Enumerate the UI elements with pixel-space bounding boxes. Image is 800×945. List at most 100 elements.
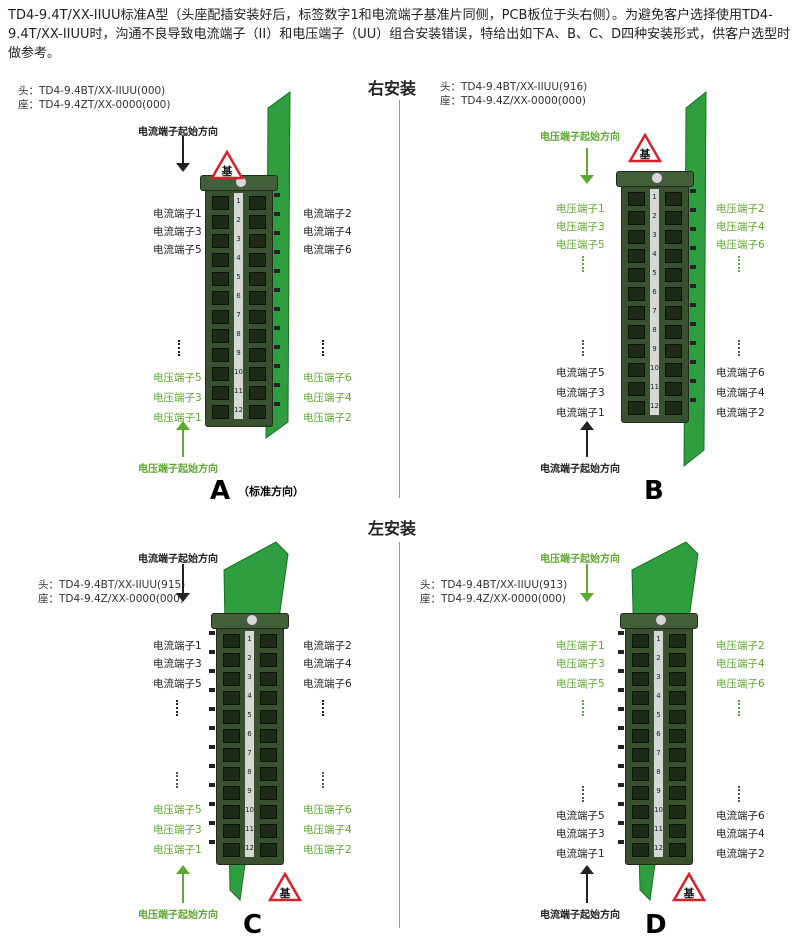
label-strip xyxy=(245,631,254,857)
terminal-slot xyxy=(212,290,266,305)
terminal-slot xyxy=(223,747,277,762)
clamp-left xyxy=(632,786,649,800)
clamp-left xyxy=(628,401,645,415)
clamp-right xyxy=(665,230,682,244)
ellipsis-dots xyxy=(738,700,742,716)
terminal-label-right-bottom: 电流端子2 xyxy=(716,848,765,860)
terminal-number: 4 xyxy=(236,254,241,262)
terminal-label-right-bottom: 电流端子6 xyxy=(716,367,765,379)
terminal-label-right-bottom: 电压端子2 xyxy=(303,844,352,856)
triangle-shape xyxy=(267,871,303,902)
panel-b: 头：TD4-9.4BT/XX-IIUU(916) 座：TD4-9.4Z/XX-00… xyxy=(410,78,790,506)
model-head-label: 头：TD4-9.4BT/XX-IIUU(000) xyxy=(18,85,166,97)
terminal-slot xyxy=(632,747,686,762)
terminal-slot xyxy=(632,709,686,724)
arrow-head xyxy=(176,421,190,430)
pin-row xyxy=(209,631,215,857)
terminal-slot xyxy=(628,286,682,301)
clamp-left xyxy=(223,767,240,781)
terminal-number: 5 xyxy=(656,711,661,719)
screw-icon xyxy=(651,172,663,184)
clamp-left xyxy=(223,748,240,762)
clamp-left xyxy=(628,344,645,358)
clamp-right xyxy=(669,824,686,838)
clamp-right xyxy=(260,805,277,819)
terminal-label-right-top: 电流端子4 xyxy=(303,658,352,670)
clamp-right xyxy=(260,672,277,686)
ellipsis-dots xyxy=(582,700,586,716)
ellipsis-dots xyxy=(322,340,326,356)
terminal-label-left-top: 电流端子3 xyxy=(153,658,202,670)
terminal-number: 3 xyxy=(236,235,241,243)
terminal-number: 2 xyxy=(656,654,661,662)
clamp-left xyxy=(632,805,649,819)
clamp-right xyxy=(249,386,266,400)
badge-text: 基 xyxy=(221,164,234,178)
terminal-slot xyxy=(212,328,266,343)
ellipsis-dots xyxy=(582,340,586,356)
terminal-label-right-top: 电压端子6 xyxy=(716,678,765,690)
terminal-slot xyxy=(223,804,277,819)
arrow-shaft xyxy=(586,873,588,903)
terminal-label-right-top: 电流端子2 xyxy=(303,208,352,220)
ellipsis-dots xyxy=(738,340,742,356)
ellipsis-dots xyxy=(322,772,326,788)
terminal-label-right-bottom: 电流端子4 xyxy=(716,387,765,399)
section-title-left: 左安装 xyxy=(368,519,417,538)
terminal-label-right-top: 电流端子2 xyxy=(303,640,352,652)
terminal-label-right-bottom: 电流端子6 xyxy=(716,810,765,822)
terminal-slot xyxy=(632,652,686,667)
arrow-bottom-icon xyxy=(580,865,594,903)
badge-text: 基 xyxy=(279,886,292,900)
terminal-number: 12 xyxy=(654,844,663,852)
terminal-number: 2 xyxy=(652,212,657,220)
terminal-slot xyxy=(628,229,682,244)
terminal-slot xyxy=(223,842,277,857)
terminal-slot xyxy=(628,381,682,396)
terminal-slot xyxy=(212,385,266,400)
direction-label-bottom: 电压端子起始方向 xyxy=(138,464,218,475)
terminal-slot xyxy=(632,690,686,705)
reference-badge-icon: 基 xyxy=(627,132,663,163)
terminal-number: 10 xyxy=(234,368,243,376)
terminal-slot xyxy=(212,404,266,419)
terminal-number: 6 xyxy=(236,292,241,300)
clamp-left xyxy=(212,253,229,267)
clamp-left xyxy=(223,691,240,705)
terminal-slot xyxy=(223,671,277,686)
arrow-bottom-icon xyxy=(176,865,190,903)
arrow-shaft xyxy=(182,429,184,457)
panel-c: 头：TD4-9.4BT/XX-IIUU(915)座：TD4-9.4Z/XX-00… xyxy=(10,520,390,940)
divider-top xyxy=(399,100,400,498)
clamp-right xyxy=(249,272,266,286)
label-strip xyxy=(234,193,243,419)
terminal-label-left-bottom: 电流端子1 xyxy=(556,848,605,860)
model-seat-label: 座：TD4-9.4ZT/XX-0000(000) xyxy=(18,99,171,111)
clamp-left xyxy=(212,329,229,343)
terminal-number: 12 xyxy=(650,402,659,410)
model-head-label: 头：TD4-9.4BT/XX-IIUU(916) xyxy=(440,81,588,93)
clamp-right xyxy=(249,329,266,343)
panel-letter: C xyxy=(243,910,263,940)
terminal-slot xyxy=(212,347,266,362)
terminal-number: 7 xyxy=(652,307,657,315)
clamp-right xyxy=(665,306,682,320)
terminal-slot xyxy=(628,362,682,377)
terminal-slot xyxy=(212,252,266,267)
model-seat-label: 座：TD4-9.4Z/XX-0000(000) xyxy=(440,95,587,107)
panel-letter: A xyxy=(210,476,231,506)
ellipsis-dots xyxy=(738,256,742,272)
clamp-left xyxy=(223,824,240,838)
terminal-label-right-top: 电流端子6 xyxy=(303,678,352,690)
reference-badge-icon: 基 xyxy=(209,149,245,180)
screw-icon xyxy=(246,614,258,626)
reference-badge-icon: 基 xyxy=(671,871,707,902)
terminal-label-left-bottom: 电流端子3 xyxy=(556,828,605,840)
terminal-label-left-top: 电压端子3 xyxy=(556,221,605,233)
model-info: 头：TD4-9.4BT/XX-IIUU(916) 座：TD4-9.4Z/XX-00… xyxy=(440,80,587,108)
clamp-right xyxy=(665,363,682,377)
terminal-number: 10 xyxy=(654,806,663,814)
direction-label-bottom: 电压端子起始方向 xyxy=(138,910,218,921)
terminal-slot xyxy=(632,842,686,857)
terminal-slot xyxy=(628,343,682,358)
